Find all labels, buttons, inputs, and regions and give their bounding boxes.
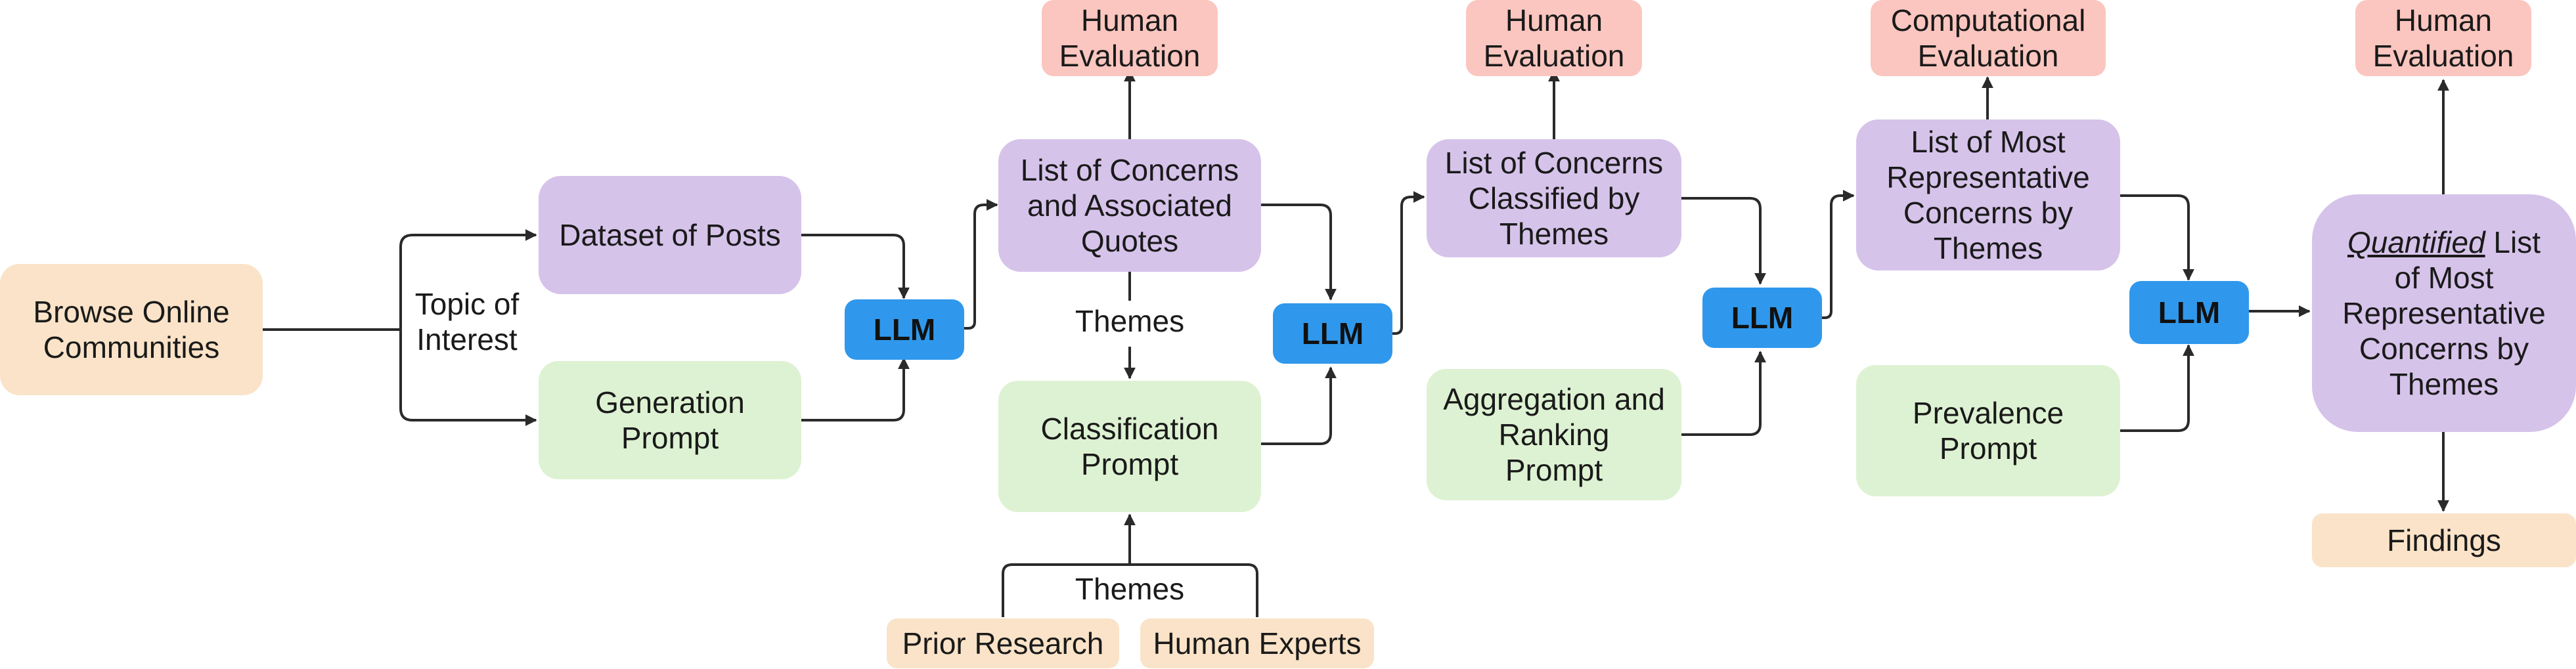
findings-box: Findings [2312,513,2576,567]
llm-box-1: LLM [845,299,964,360]
arrow-llm3-mostrep [1822,190,1855,319]
human-evaluation-box-2: Human Evaluation [1466,0,1642,76]
browse-online-communities-box: Browse Online Communities [0,264,263,395]
generation-prompt-box: Generation Prompt [539,361,801,479]
prior-research-box: Prior Research [887,618,1119,668]
arrow-llm2-classified [1392,191,1425,335]
arrow-classification-llm2 [1261,366,1337,445]
arrow-aggregation-llm3 [1681,351,1766,436]
quantified-list-box: Quantified List of Most Representative C… [2312,194,2576,432]
arrow-to-generation [399,330,537,426]
arrow-llm1-concerns [964,199,998,330]
themes-label-2: Themes [1075,572,1185,606]
quantified-list-text: List of Most Representative Concerns by … [2342,225,2546,401]
llm-box-4: LLM [2129,281,2249,344]
list-of-most-representative-box: List of Most Representative Concerns by … [1856,119,2120,270]
arrow-generation-llm1 [801,357,910,421]
human-evaluation-box-1: Human Evaluation [1042,0,1218,76]
human-experts-box: Human Experts [1140,618,1374,668]
aggregation-ranking-prompt-box: Aggregation and Ranking Prompt [1427,369,1681,500]
arrow-to-dataset [399,229,537,330]
themes-label-1: Themes [1064,303,1195,339]
arrow-prevalence-llm4 [2120,344,2194,432]
dataset-of-posts-box: Dataset of Posts [539,176,801,294]
computational-evaluation-box: Computational Evaluation [1871,0,2106,76]
topic-of-interest-label: Topic of Interest [405,286,529,357]
list-of-concerns-classified-box: List of Concerns Classified by Themes [1427,139,1681,257]
list-of-concerns-quotes-box: List of Concerns and Associated Quotes [998,139,1261,272]
llm-box-3: LLM [1702,288,1822,348]
classification-prompt-box: Classification Prompt [998,381,1261,512]
quantified-word: Quantified [2347,225,2485,259]
llm-box-2: LLM [1273,303,1392,364]
arrow-concerns-llm2 [1261,204,1337,301]
human-evaluation-box-4: Human Evaluation [2355,0,2531,76]
arrow-mostrep-llm4 [2120,194,2194,281]
arrow-classified-llm3 [1681,197,1766,285]
prevalence-prompt-box: Prevalence Prompt [1856,365,2120,496]
arrow-dataset-llm1 [801,234,910,299]
